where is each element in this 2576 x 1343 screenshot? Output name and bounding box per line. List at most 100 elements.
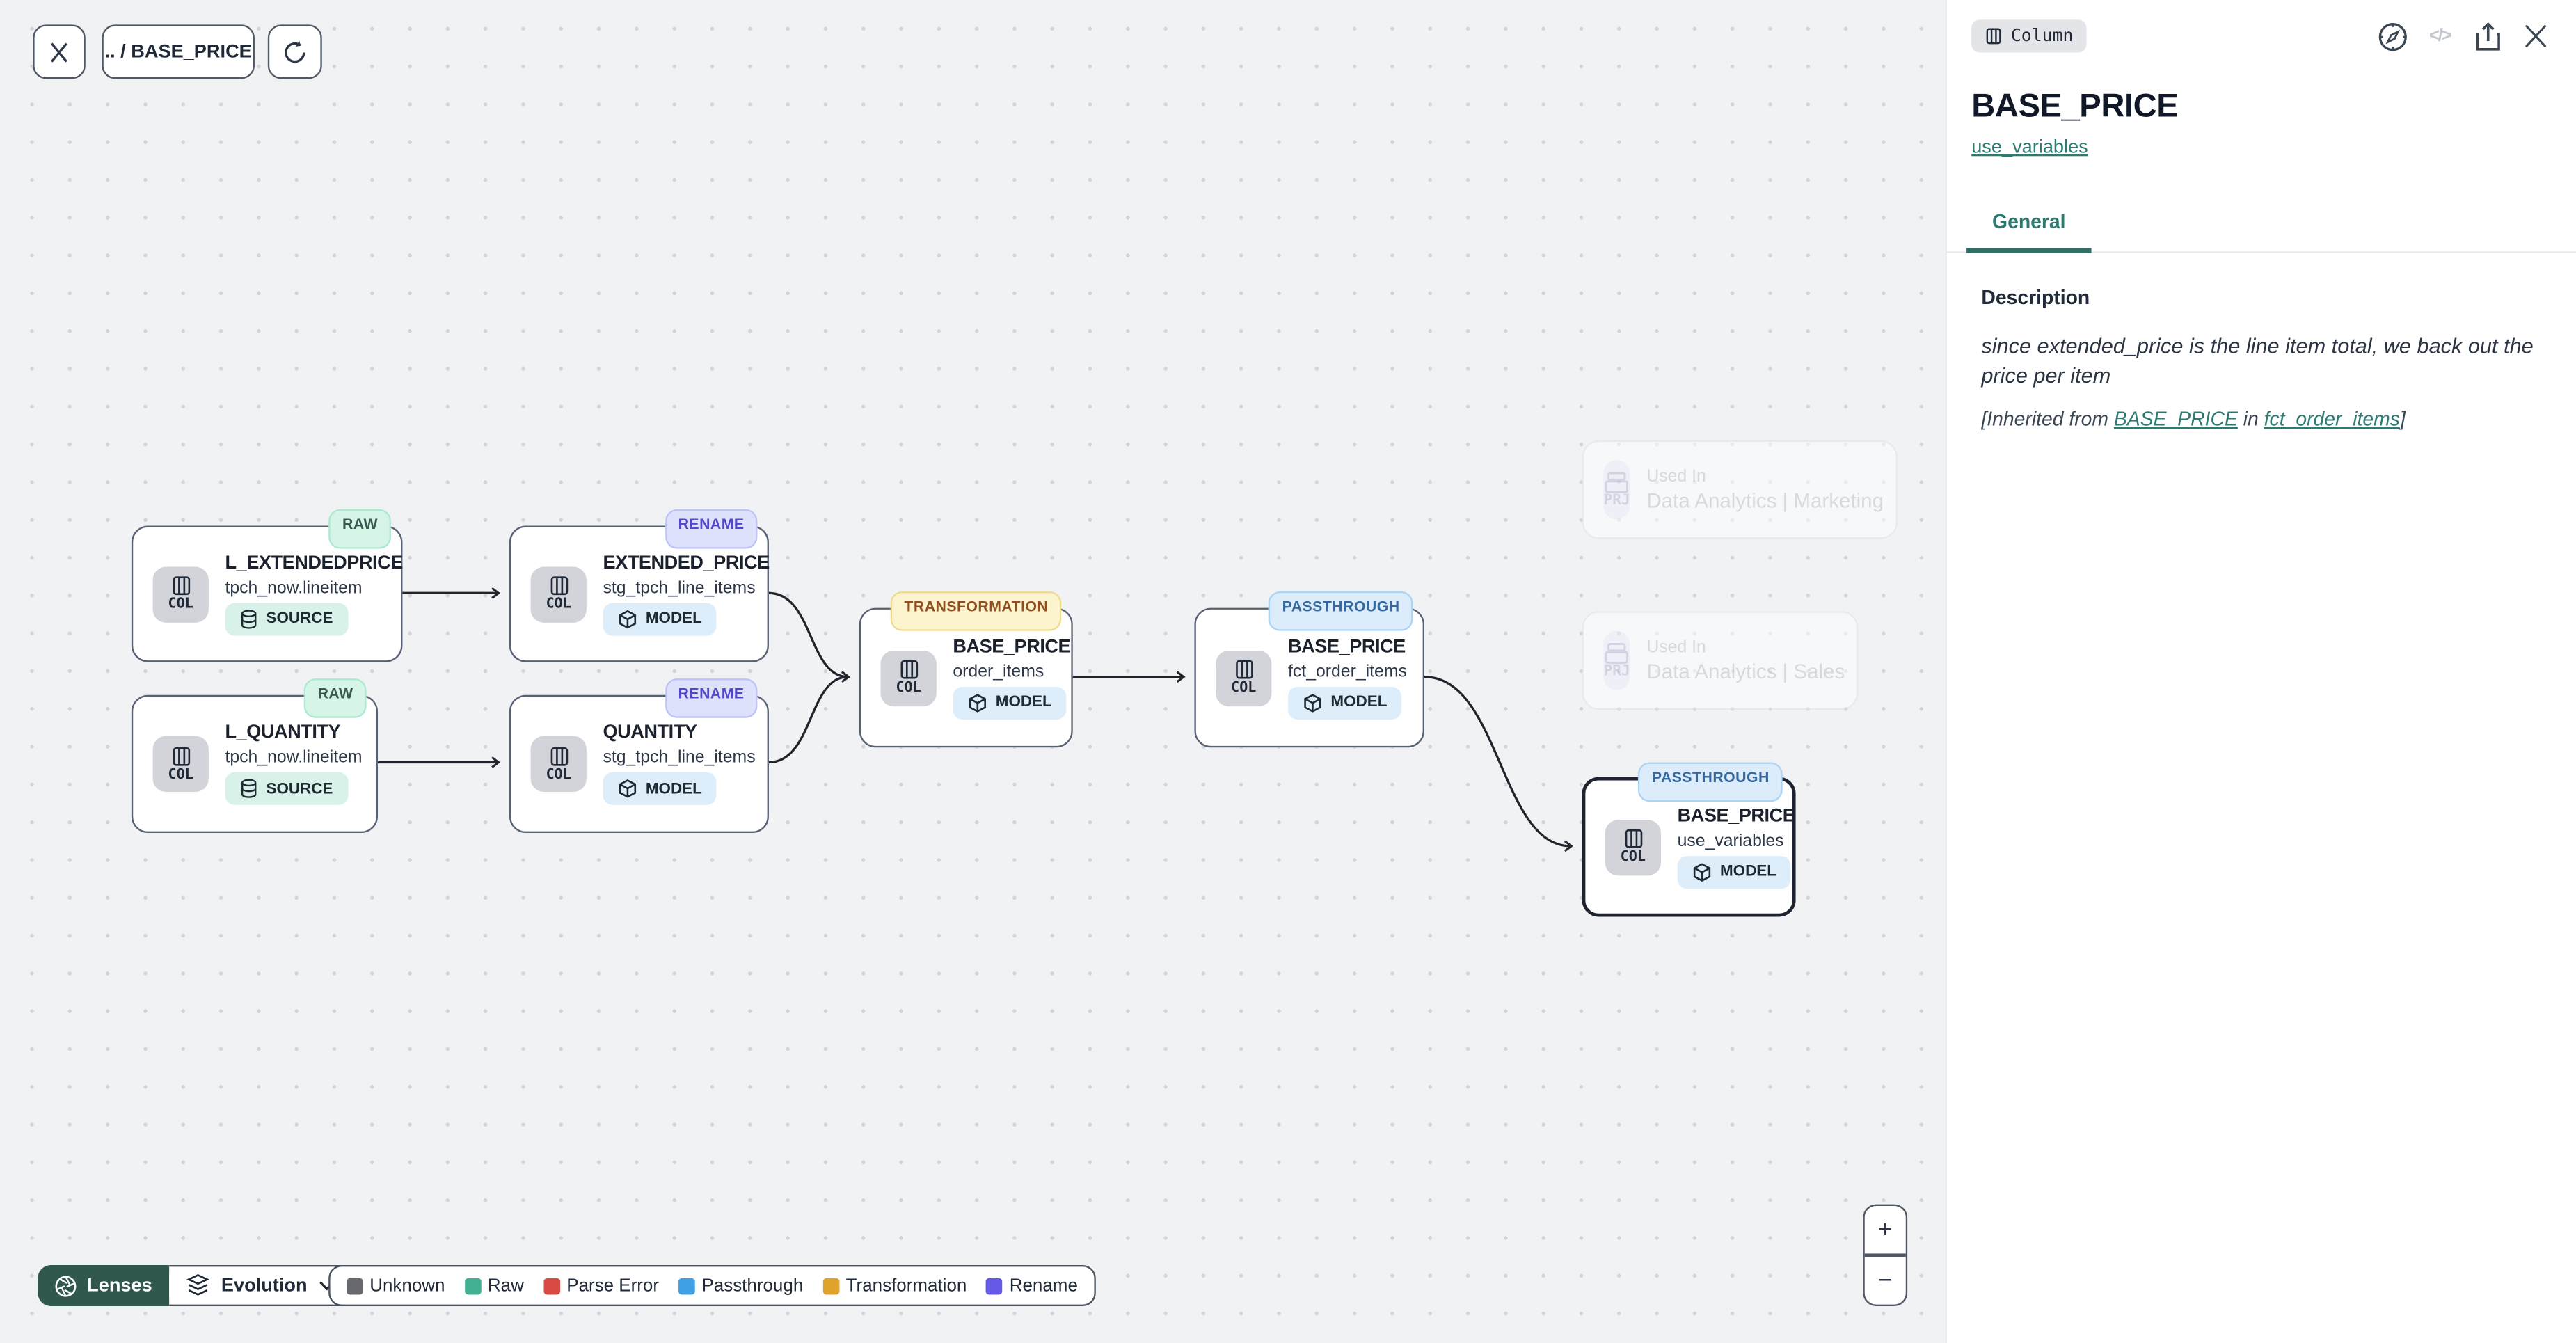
- code-button[interactable]: </>: [2423, 19, 2456, 52]
- column-icon: COL: [1605, 819, 1661, 875]
- column-icon: [1985, 26, 2003, 46]
- lens-legend: Unknown Raw Parse Error Passthrough Tran…: [328, 1265, 1096, 1306]
- node-title: EXTENDED_PRICE: [603, 553, 747, 572]
- legend-item: Unknown: [347, 1276, 445, 1295]
- node-base-price-order-items[interactable]: TRANSFORMATION COL BASE_PRICE order_item…: [859, 608, 1073, 748]
- close-icon: [2522, 23, 2547, 49]
- cube-icon: [1303, 692, 1322, 712]
- source-pill: SOURCE: [225, 602, 347, 635]
- model-pill: MODEL: [603, 772, 717, 805]
- tab-general[interactable]: General: [1966, 200, 2091, 253]
- lineage-canvas[interactable]: .. / BASE_PRICE PRJ Used In Data Analyti…: [0, 0, 1945, 1343]
- aperture-icon: [54, 1274, 77, 1297]
- legend-swatch: [987, 1278, 1003, 1294]
- node-base-price-use-variables[interactable]: PASSTHROUGH COL BASE_PRICE use_variables…: [1582, 777, 1796, 917]
- node-subtitle: tpch_now.lineitem: [225, 747, 356, 767]
- cube-icon: [1692, 861, 1712, 881]
- database-icon: [240, 609, 258, 628]
- cube-icon: [618, 609, 637, 628]
- legend-swatch: [465, 1278, 482, 1294]
- used-in-label: Used In: [1646, 467, 1884, 486]
- inherited-model-link[interactable]: fct_order_items: [2264, 408, 2400, 431]
- project-icon: PRJ: [1603, 631, 1630, 690]
- lenses-control: Lenses Evolution: [38, 1265, 353, 1306]
- node-subtitle: use_variables: [1678, 830, 1773, 850]
- node-subtitle: tpch_now.lineitem: [225, 578, 381, 597]
- used-in-name: Data Analytics | Sales: [1646, 660, 1845, 683]
- node-title: QUANTITY: [603, 723, 747, 742]
- breadcrumb[interactable]: .. / BASE_PRICE: [102, 24, 255, 79]
- breadcrumb-label: .. / BASE_PRICE: [105, 42, 252, 61]
- legend-swatch: [347, 1278, 363, 1294]
- lens-badge: PASSTHROUGH: [1269, 591, 1413, 631]
- project-icon: PRJ: [1603, 460, 1630, 519]
- column-icon: COL: [531, 736, 587, 792]
- cube-icon: [618, 779, 637, 798]
- panel-actions: </>: [2376, 19, 2552, 52]
- node-title: L_EXTENDEDPRICE: [225, 553, 381, 572]
- close-panel-button[interactable]: [2518, 19, 2551, 52]
- model-pill: MODEL: [953, 686, 1067, 719]
- used-in-label: Used In: [1646, 637, 1845, 657]
- legend-swatch: [543, 1278, 560, 1294]
- panel-tabs: General: [1947, 200, 2576, 253]
- entity-type-badge: Column: [1971, 19, 2086, 52]
- lens-badge: RAW: [305, 678, 367, 718]
- node-l-extendedprice[interactable]: RAW COL L_EXTENDEDPRICE tpch_now.lineite…: [132, 526, 403, 662]
- lens-select[interactable]: Evolution: [168, 1265, 353, 1306]
- inherited-column-link[interactable]: BASE_PRICE: [2114, 408, 2238, 431]
- node-l-quantity[interactable]: RAW COL L_QUANTITY tpch_now.lineitem SOU…: [132, 695, 378, 833]
- column-icon: COL: [153, 736, 209, 792]
- refresh-button[interactable]: [268, 24, 322, 79]
- column-icon: COL: [1216, 650, 1271, 706]
- node-subtitle: stg_tpch_line_items: [603, 747, 747, 767]
- source-pill: SOURCE: [225, 772, 347, 805]
- description-heading: Description: [1981, 286, 2576, 309]
- zoom-controls: + −: [1863, 1205, 1907, 1306]
- panel-header: Column </>: [1947, 0, 2576, 53]
- zoom-out-button[interactable]: −: [1865, 1257, 1906, 1305]
- cube-icon: [968, 692, 987, 712]
- lens-badge: PASSTHROUGH: [1639, 763, 1783, 802]
- lens-badge: RENAME: [665, 678, 758, 718]
- details-panel: Column </>: [1945, 0, 2576, 1343]
- model-link-row: use_variables: [1971, 138, 2576, 157]
- node-title: BASE_PRICE: [1288, 637, 1403, 656]
- node-title: BASE_PRICE: [1678, 806, 1773, 825]
- lenses-button[interactable]: Lenses: [38, 1265, 168, 1306]
- lens-badge: RAW: [329, 509, 391, 549]
- close-lineage-button[interactable]: [33, 24, 86, 79]
- edge-quantity-orderitems: [769, 677, 848, 763]
- zoom-in-button[interactable]: +: [1865, 1206, 1906, 1254]
- node-subtitle: fct_order_items: [1288, 661, 1403, 681]
- node-subtitle: order_items: [953, 661, 1051, 681]
- legend-item: Passthrough: [678, 1276, 803, 1295]
- node-base-price-fct-order-items[interactable]: PASSTHROUGH COL BASE_PRICE fct_order_ite…: [1194, 608, 1424, 748]
- edge-extendedprice-orderitems: [769, 593, 848, 676]
- share-button[interactable]: [2471, 19, 2504, 52]
- description-text: since extended_price is the line item to…: [1981, 332, 2541, 392]
- model-pill: MODEL: [1288, 686, 1402, 719]
- model-pill: MODEL: [1678, 855, 1792, 888]
- used-in-card-sales: PRJ Used In Data Analytics | Sales: [1582, 611, 1859, 710]
- edge-fctorderitems-usevariables: [1424, 677, 1571, 846]
- database-icon: [240, 779, 258, 798]
- lens-badge: TRANSFORMATION: [891, 591, 1062, 631]
- inherited-note: [Inherited from BASE_PRICE in fct_order_…: [1981, 408, 2541, 431]
- node-extended-price[interactable]: RENAME COL EXTENDED_PRICE stg_tpch_line_…: [509, 526, 769, 662]
- compass-button[interactable]: [2376, 19, 2408, 52]
- column-icon: COL: [153, 566, 209, 621]
- used-in-name: Data Analytics | Marketing: [1646, 490, 1884, 513]
- model-link[interactable]: use_variables: [1971, 138, 2088, 157]
- node-quantity[interactable]: RENAME COL QUANTITY stg_tpch_line_items …: [509, 695, 769, 833]
- node-title: L_QUANTITY: [225, 723, 356, 742]
- legend-item: Rename: [987, 1276, 1078, 1295]
- node-subtitle: stg_tpch_line_items: [603, 578, 747, 597]
- code-icon: </>: [2429, 26, 2450, 46]
- column-icon: COL: [880, 650, 936, 706]
- layers-icon: [185, 1273, 209, 1298]
- compass-icon: [2376, 21, 2408, 52]
- refresh-icon: [283, 38, 307, 65]
- model-pill: MODEL: [603, 602, 717, 635]
- used-in-card-marketing: PRJ Used In Data Analytics | Marketing: [1582, 440, 1898, 539]
